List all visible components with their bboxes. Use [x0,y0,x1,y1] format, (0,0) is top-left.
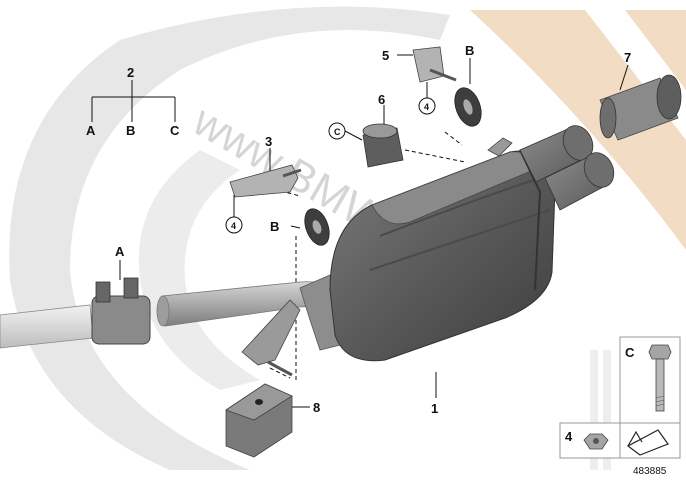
legend-box-arrow [619,422,681,459]
callout-8: 8 [313,400,320,415]
callout-c-circle: C [334,127,341,137]
callout-2: 2 [127,65,134,80]
gray-swirl-outer [9,6,450,471]
doc-number: 483885 [633,466,667,477]
legend-panel: C 4 [559,336,681,459]
callout-5: 5 [382,48,389,63]
rubber-block [225,383,293,458]
clamp-bolt-1 [95,281,111,303]
clamp-sleeve [91,295,151,345]
bracket-3 [229,164,302,198]
callout-b-upper: B [465,43,474,58]
bracket-5 [412,46,457,83]
tip-lower-opening [583,152,615,188]
nut-icon [583,433,609,450]
block-hole [255,399,263,405]
arrow-icon [626,429,669,456]
callout-c-top: C [170,123,180,138]
bolt-icon [648,344,672,412]
bracket-3-plate [229,164,299,198]
bracket-plate [241,299,301,366]
tail-tips [487,125,615,211]
silencer-rib-2 [369,209,551,271]
mount-top [362,123,398,139]
legend-c-label: C [625,345,635,360]
clamp-bolt-2 [123,277,139,299]
decorative-tip [599,74,682,141]
tip-shell-front [599,97,617,139]
lower-bracket [241,299,301,377]
hanger-pin [487,137,513,157]
pipe-end [156,295,170,327]
bracket-bolt [267,360,293,377]
clamp [91,277,151,345]
gray-swirl-inner [138,150,260,390]
callout-1: 1 [431,401,438,416]
callout-4-upper: 4 [424,102,429,112]
callout-4-lower: 4 [231,221,236,231]
tailpipe [0,274,346,351]
rear-silencer [329,149,556,362]
silencer-rib-1 [379,174,549,237]
tip-shell-rear [656,74,682,120]
bracket-3-bolt [282,168,302,178]
callout-7: 7 [624,50,631,65]
callout-circles [225,97,436,234]
rubber-mount [362,123,404,168]
callout-b-lower: B [270,219,279,234]
hanger-upper-hole [463,99,473,115]
legend-4-label: 4 [565,429,573,444]
gray-stripe-2 [603,350,611,470]
callout-3: 3 [265,134,272,149]
rubber-hangers [304,87,482,246]
hanger-lower-hole [312,220,322,234]
bracket-5-bolt [429,68,457,82]
bracket-5-plate [412,46,445,83]
callout-a-clamp: A [115,244,125,259]
gray-stripe-1 [590,350,598,470]
callout-a-top: A [86,123,96,138]
callout-6: 6 [378,92,385,107]
callout-b-top: B [126,123,135,138]
